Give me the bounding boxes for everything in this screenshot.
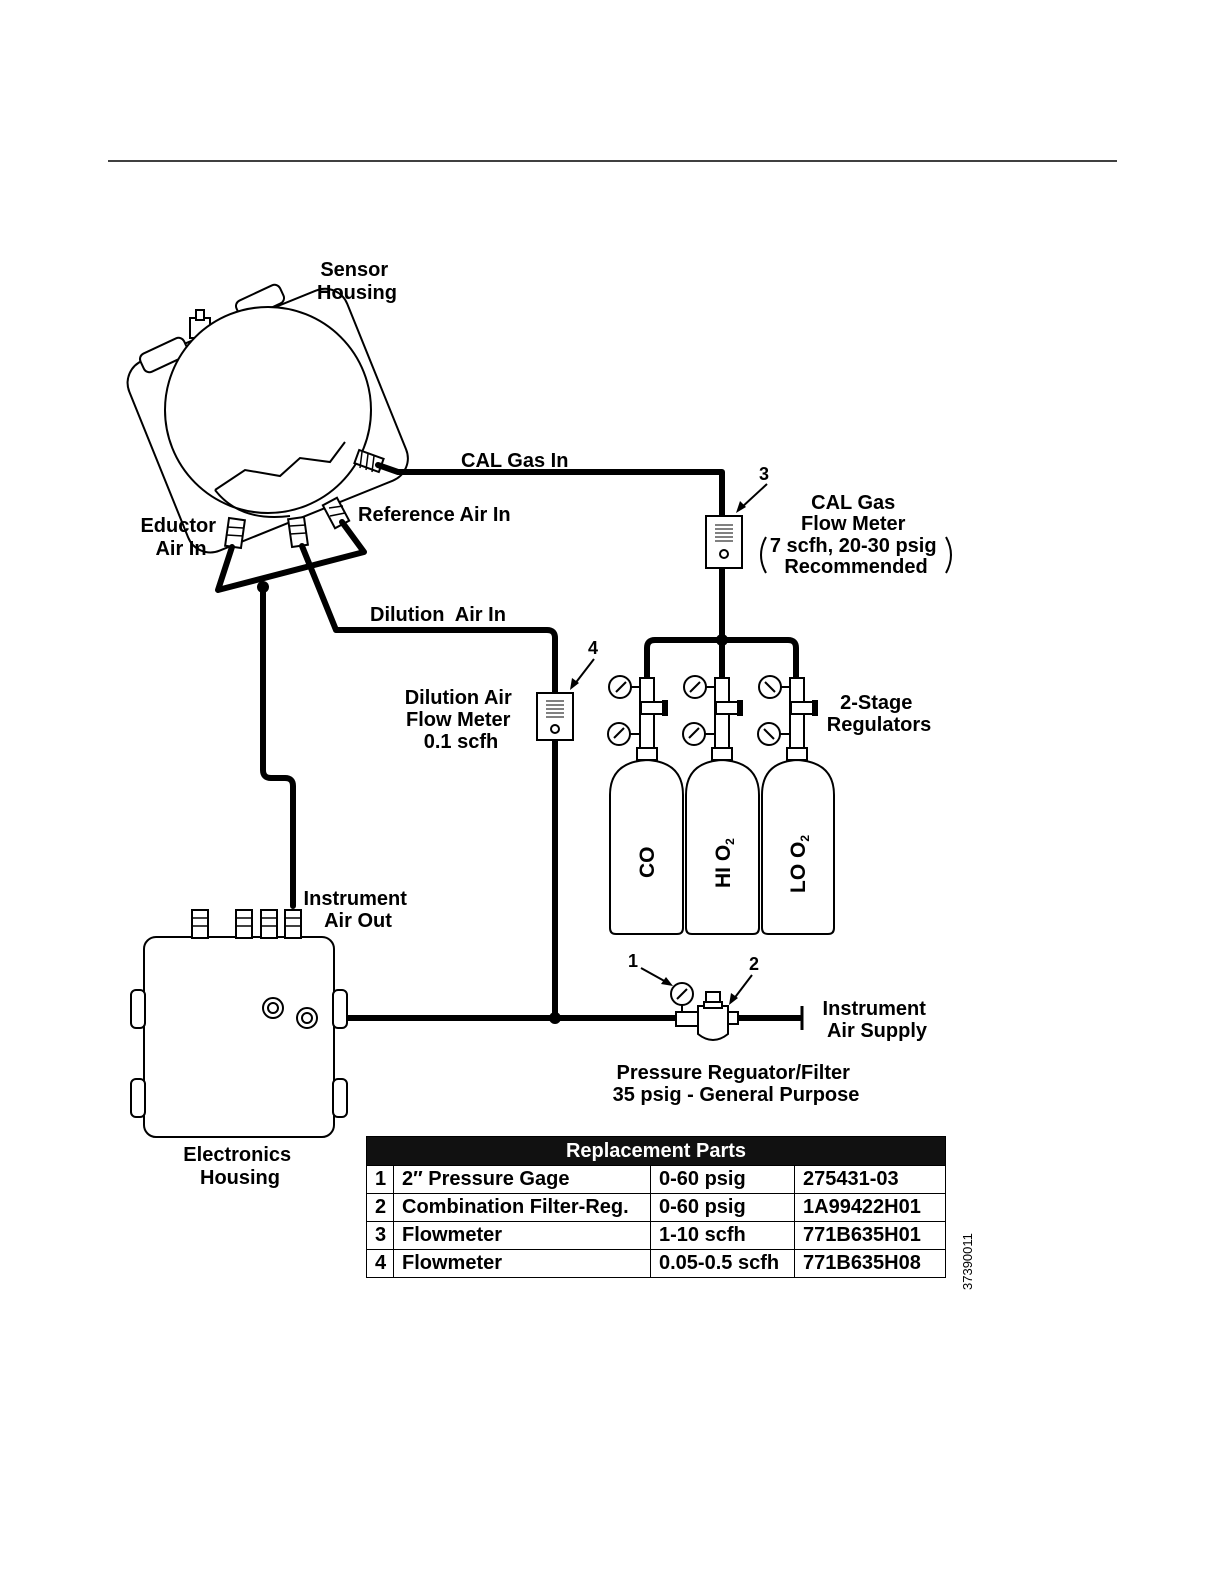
part-id-cell: 771B635H01	[794, 1221, 946, 1250]
dilution-air-flow-meter-label: Dilution Air Flow Meter 0.1 scfh	[405, 687, 518, 753]
eductor-air-in-label: Eductor Air In	[140, 515, 221, 560]
dilution-air-line	[299, 543, 558, 696]
cylinder-label-co: CO	[636, 847, 659, 879]
reference-air-in-label: Reference Air In	[358, 504, 511, 526]
regulator-hi-o2	[682, 675, 743, 761]
cylinder-label-hi-o2: HI O2	[712, 838, 737, 888]
part-id-cell: 275431-03	[794, 1165, 946, 1194]
part-range-cell: 0.05-0.5 scfh	[650, 1249, 795, 1278]
pressure-regulator-filter	[675, 991, 739, 1041]
callout-number-4: 4	[588, 638, 598, 658]
electronics-housing	[130, 909, 348, 1138]
callout-arrow-3	[736, 483, 768, 513]
pressure-regulator-filter-label: Pressure Reguator/Filter 35 psig - Gener…	[613, 1062, 860, 1106]
callout-number-1: 1	[628, 951, 638, 971]
junction-dot	[257, 581, 269, 593]
regulator-lo-o2	[757, 675, 818, 761]
bracket-left	[760, 536, 767, 574]
instrument-air-out-label: Instrument Air Out	[304, 888, 413, 932]
callout-number-2: 2	[749, 954, 759, 974]
table-row: 1 2″ Pressure Gage 0-60 psig 275431-03	[366, 1165, 946, 1194]
eductor-fitting	[223, 516, 247, 550]
instrument-air-supply-label: Instrument Air Supply	[823, 998, 932, 1042]
callout-arrow-2	[729, 974, 753, 1005]
bracket-right	[945, 536, 952, 574]
cal-gas-line	[375, 462, 725, 519]
callout-arrow-4	[570, 658, 595, 690]
table-title: Replacement Parts	[366, 1136, 946, 1166]
callout-arrow-1	[640, 967, 673, 986]
part-id-cell: 1A99422H01	[794, 1193, 946, 1222]
cal-gas-flow-meter-label: CAL Gas Flow Meter 7 scfh, 20-30 psig Re…	[770, 492, 942, 578]
cylinder-lo-o2	[761, 758, 835, 935]
regulator-co	[607, 675, 668, 761]
cal-gas-flow-meter	[705, 515, 743, 569]
table-row: 4 Flowmeter 0.05-0.5 scfh 771B635H08	[366, 1249, 946, 1278]
instrument-air-out-line	[260, 584, 296, 909]
part-number-cell: 1	[366, 1165, 394, 1194]
part-id-cell: 771B635H08	[794, 1249, 946, 1278]
part-range-cell: 1-10 scfh	[650, 1221, 795, 1250]
dilution-fitting	[286, 515, 310, 549]
junction-dot	[549, 1012, 561, 1024]
junction-dot	[716, 634, 728, 646]
replacement-parts-table: Replacement Parts 1 2″ Pressure Gage 0-6…	[366, 1136, 946, 1278]
eductor-reference-loop	[215, 519, 367, 593]
cal-gas-in-label: CAL Gas In	[461, 450, 568, 472]
table-row: 2 Combination Filter-Reg. 0-60 psig 1A99…	[366, 1193, 946, 1222]
pressure-gage	[670, 982, 694, 1014]
housing-fitting	[284, 909, 302, 939]
two-stage-regulators-label: 2-Stage Regulators	[827, 692, 931, 736]
cylinder-hi-o2	[685, 758, 760, 935]
part-number-cell: 4	[366, 1249, 394, 1278]
dilution-air-flow-meter	[536, 692, 574, 741]
document-id: 37390011	[960, 1233, 975, 1290]
part-description-cell: 2″ Pressure Gage	[393, 1165, 651, 1194]
electronics-housing-label: Electronics Housing	[183, 1144, 296, 1189]
part-description-cell: Flowmeter	[393, 1249, 651, 1278]
sensor-housing	[126, 283, 409, 554]
dilution-air-in-label: Dilution Air In	[370, 604, 506, 626]
part-description-cell: Combination Filter-Reg.	[393, 1193, 651, 1222]
cylinder-co	[609, 758, 684, 935]
table-row: 3 Flowmeter 1-10 scfh 771B635H01	[366, 1221, 946, 1250]
housing-fitting	[191, 909, 209, 939]
part-description-cell: Flowmeter	[393, 1221, 651, 1250]
cylinder-label-lo-o2: LO O2	[787, 835, 812, 893]
part-number-cell: 3	[366, 1221, 394, 1250]
callout-number-3: 3	[759, 464, 769, 484]
housing-fitting	[235, 909, 253, 939]
table-header-row: Replacement Parts	[366, 1136, 946, 1166]
part-range-cell: 0-60 psig	[650, 1193, 795, 1222]
housing-fitting	[260, 909, 278, 939]
part-range-cell: 0-60 psig	[650, 1165, 795, 1194]
part-number-cell: 2	[366, 1193, 394, 1222]
sensor-housing-label: Sensor Housing	[317, 259, 397, 304]
